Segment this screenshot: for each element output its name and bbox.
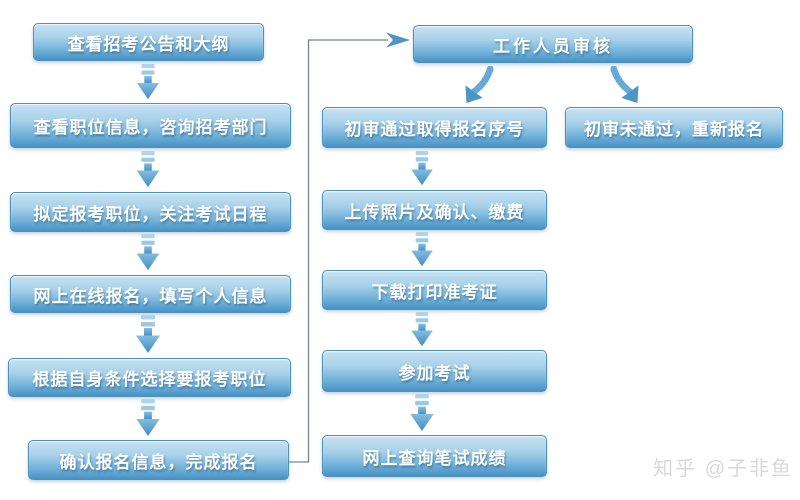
step-select-position: 根据自身条件选择要报考职位 (8, 358, 291, 397)
step-take-exam: 参加考试 (322, 350, 547, 392)
down-arrow-icon (407, 232, 437, 268)
diag-down-right-arrow-icon (605, 66, 651, 104)
step-review-failed: 初审未通过，重新报名 (565, 107, 783, 148)
step-online-register: 网上在线报名，填写个人信息 (10, 275, 291, 313)
step-view-announcement: 查看招考公告和大纲 (33, 23, 264, 61)
step-print-admission-ticket: 下载打印准考证 (322, 270, 547, 310)
step-check-scores: 网上查询笔试成绩 (322, 435, 547, 477)
down-arrow-icon (133, 151, 163, 189)
watermark-text: 知乎 @子非鱼 (653, 458, 793, 480)
down-arrow-icon (407, 394, 437, 433)
step-upload-photo-pay: 上传照片及确认、缴费 (322, 190, 547, 230)
step-view-positions: 查看职位信息，咨询招考部门 (10, 103, 291, 148)
diag-down-left-arrow-icon (453, 66, 499, 104)
down-arrow-icon (133, 399, 163, 438)
down-arrow-icon (133, 64, 163, 101)
down-arrow-icon (407, 151, 437, 187)
step-get-serial-number: 初审通过取得报名序号 (322, 107, 547, 148)
step-confirm-registration: 确认报名信息，完成报名 (28, 440, 289, 480)
step-staff-review: 工作人员审核 (413, 25, 693, 63)
down-arrow-icon (407, 312, 437, 348)
right-arrow-icon (386, 32, 410, 48)
step-plan-position: 拟定报考职位，关注考试日程 (10, 192, 291, 232)
down-arrow-icon (133, 315, 163, 355)
down-arrow-icon (133, 234, 163, 272)
